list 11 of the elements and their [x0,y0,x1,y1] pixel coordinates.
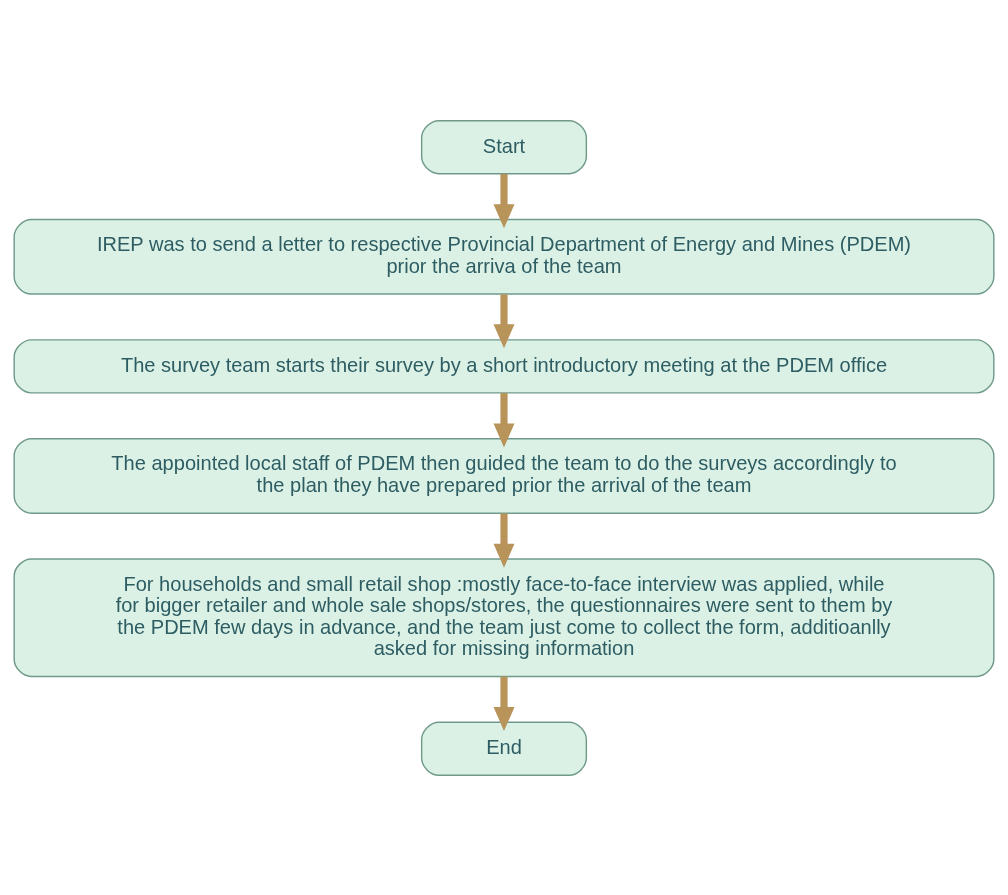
arrow [493,293,515,348]
node-box: For households and small retail shop :mostly face-to-face interview was applied, while for bigger retailer and whole sale shops/stores, the questionnaires were sent to them by the PDEM few days in advance, and the team just come to collect the form, additioanlly asked for missing information [13,557,995,677]
arrow [493,173,515,228]
arrow [493,392,515,447]
arrow [493,513,515,568]
node-box: The survey team starts their survey by a short introductory meeting at the PDEM office [13,338,995,394]
node-box: Start [420,119,588,174]
arrow [493,676,515,731]
node-box: End [420,721,588,776]
node-box: IREP was to send a letter to respective Provincial Department of Energy and Mines (PDEM) prior the arriva of the team [13,218,995,295]
node-box: The appointed local staff of PDEM then guided the team to do the surveys accordingly to the plan they have prepared prior the arrival of the team [13,437,995,514]
